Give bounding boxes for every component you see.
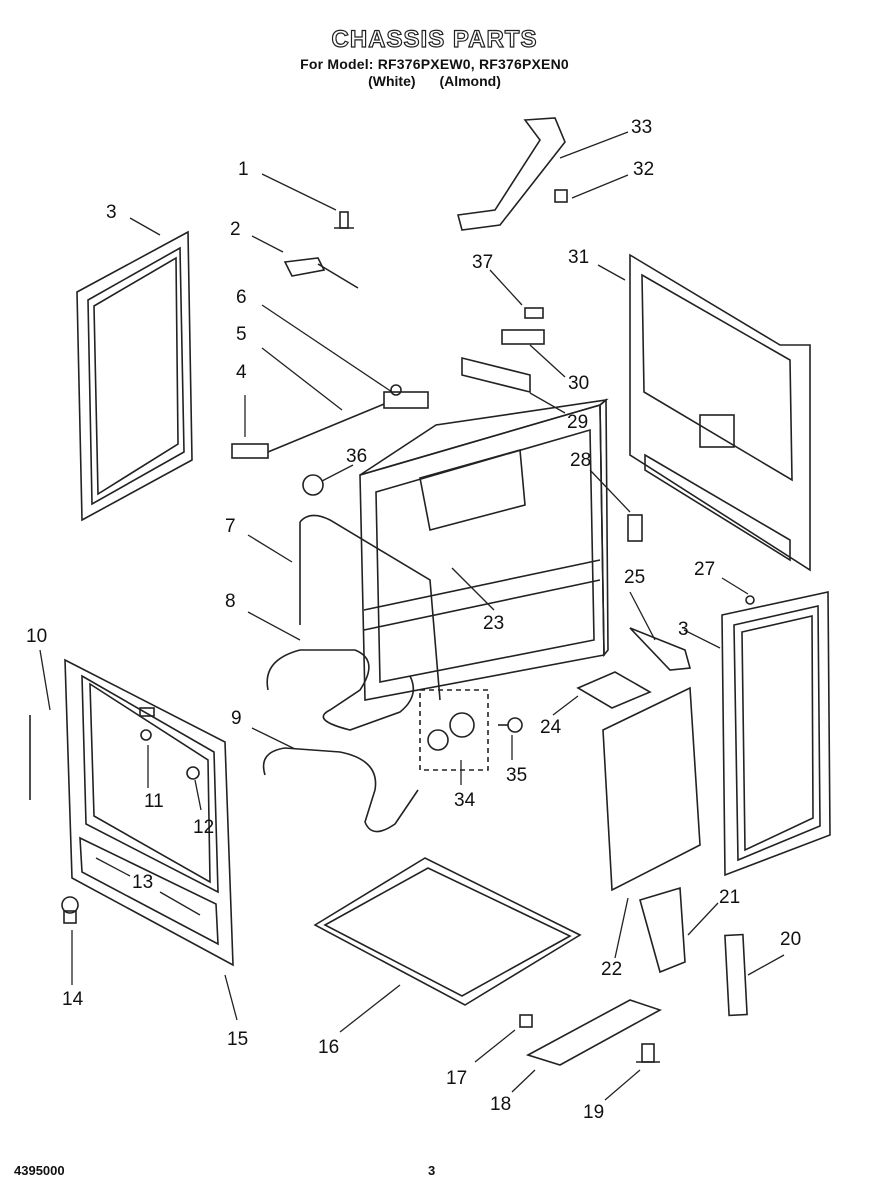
callout-3-right: 3 [678,619,689,640]
page-header: CHASSIS PARTS For Model: RF376PXEW0, RF3… [0,25,869,89]
callout-10: 10 [26,626,47,647]
callout-2: 2 [230,219,241,240]
callout-17: 17 [446,1068,467,1089]
part-spacer [519,1014,533,1028]
part-terminal-block [501,329,545,345]
part-light-socket [449,712,475,738]
callout-25: 25 [624,567,645,588]
callout-18: 18 [490,1094,511,1115]
callout-13: 13 [132,872,153,893]
callout-12: 12 [193,817,214,838]
part-wire-channel [461,356,531,394]
callout-20: 20 [780,929,801,950]
callout-29: 29 [567,412,588,433]
document-number: 4395000 [14,1163,65,1178]
part-light-assembly [419,689,489,771]
callout-33: 33 [631,117,652,138]
part-hinge-receptacle [639,886,686,974]
part-clip [554,189,568,203]
part-gas-plate [576,671,652,709]
model-line: For Model: RF376PXEW0, RF376PXEN0 [300,56,569,72]
callout-1: 1 [238,159,249,180]
part-screw [334,211,354,229]
callout-28: 28 [570,450,591,471]
callout-35: 35 [506,765,527,786]
leader-lines [39,131,785,1101]
part-latch [627,514,643,542]
part-door-bumper [186,766,200,780]
part-light-lens [427,729,449,751]
part-leveling-leg [61,896,79,924]
page-number: 3 [428,1163,436,1178]
part-bracket [283,257,359,289]
part-oven-bottom [313,857,582,1006]
callout-19: 19 [583,1102,604,1123]
callout-21: 21 [719,887,740,908]
part-rear-access-cover [602,686,701,892]
part-plug-button [302,474,324,496]
callout-27: 27 [694,559,715,580]
callout-36: 36 [346,446,367,467]
callout-9: 9 [231,708,242,729]
callout-5: 5 [236,324,247,345]
callout-6: 6 [236,287,247,308]
color-white: (White) [368,73,416,89]
callout-24: 24 [540,717,562,738]
part-front-frame [64,658,234,967]
part-side-panel-left [76,230,193,522]
callout-14: 14 [62,989,84,1010]
part-hinge-bracket [724,933,748,1017]
part-brace [629,627,692,671]
callout-34: 34 [454,790,476,811]
part-igniter-assembly [231,384,429,459]
part-screw-small [745,595,755,605]
part-door-stop [140,729,152,741]
callout-31: 31 [568,247,589,268]
callout-labels: 1 2 3 4 5 6 7 8 9 10 11 12 13 14 15 16 1… [26,117,801,1123]
part-vent-channel [456,117,566,231]
callout-11: 11 [144,791,164,812]
callout-22: 22 [601,959,622,980]
page-title: CHASSIS PARTS [331,25,538,53]
part-broil-element [266,649,415,731]
callout-8: 8 [225,591,236,612]
callout-7: 7 [225,516,236,537]
part-terminal-block-clip [524,307,544,319]
color-line: (White) (Almond) [0,73,869,89]
part-lower-element [262,747,419,833]
callout-4: 4 [236,362,247,383]
callout-32: 32 [633,159,654,180]
part-light-bulb [498,717,523,733]
callout-16: 16 [318,1037,339,1058]
part-back-panel [629,253,811,572]
part-bake-element [299,514,441,701]
callout-15: 15 [227,1029,248,1050]
part-drawer-rail [525,999,662,1066]
callout-30: 30 [568,373,589,394]
part-leveling-foot [636,1043,660,1063]
part-oven-cavity [359,398,609,701]
part-side-panel-right [721,591,831,877]
color-almond: (Almond) [439,73,501,89]
callout-3-left: 3 [106,202,117,223]
callout-37: 37 [472,252,493,273]
callout-23: 23 [483,613,504,634]
